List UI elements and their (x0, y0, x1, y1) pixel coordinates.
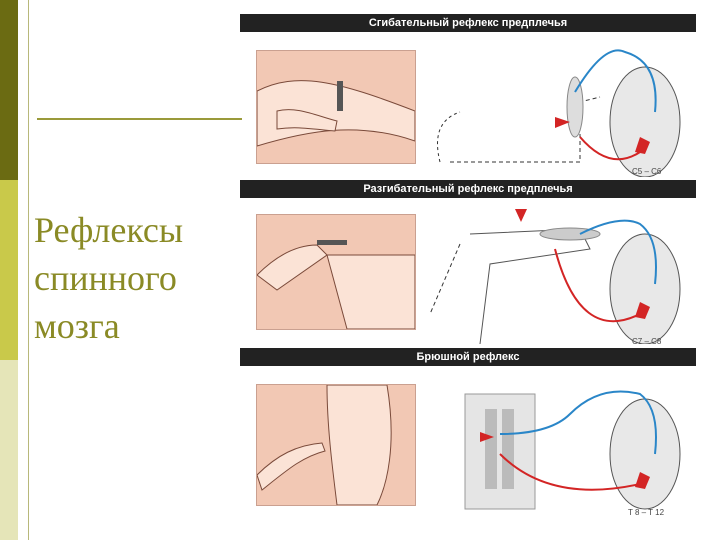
panel-2-segment: C7 – C8 (632, 337, 662, 346)
panel-1-photo (256, 50, 416, 164)
panel-2-photo (256, 214, 416, 330)
title-line-1: Рефлексы (34, 210, 184, 250)
sidebar-stripe-mid (0, 180, 18, 360)
panel-3-segment: T 8 – T 12 (628, 508, 665, 517)
reflex-figure: Сгибательный рефлекс предплечья C5 – C6 … (240, 14, 696, 520)
title-line-2: спинного (34, 258, 177, 298)
panel-2-stimulus-marker (515, 209, 527, 222)
panel-1-segment: C5 – C6 (632, 167, 662, 176)
panel-1-reflex-arc (437, 49, 681, 177)
title-line-3: мозга (34, 306, 120, 346)
panel-2-caption: Разгибательный рефлекс предплечья (240, 180, 696, 198)
panel-3-reflex-arc (464, 390, 681, 510)
panel-2-reflex-arc (430, 209, 681, 344)
hammer-arm-illustration (256, 80, 416, 147)
title-rule (37, 118, 242, 120)
slide-title: Рефлексы спинного мозга (34, 206, 234, 350)
sidebar-stripe-light (0, 360, 18, 540)
panel-1-caption: Сгибательный рефлекс предплечья (240, 14, 696, 32)
vertical-divider (28, 0, 29, 540)
panel-1-stimulus-marker (555, 117, 570, 128)
sidebar-stripe-dark (0, 0, 18, 180)
abdomen-touch-illustration (256, 384, 392, 506)
panel-3-caption: Брюшной рефлекс (240, 348, 696, 366)
hammer-elbow-illustration (256, 240, 416, 330)
panel-3-photo (256, 384, 416, 506)
panel-3-stimulus-marker (480, 432, 494, 442)
